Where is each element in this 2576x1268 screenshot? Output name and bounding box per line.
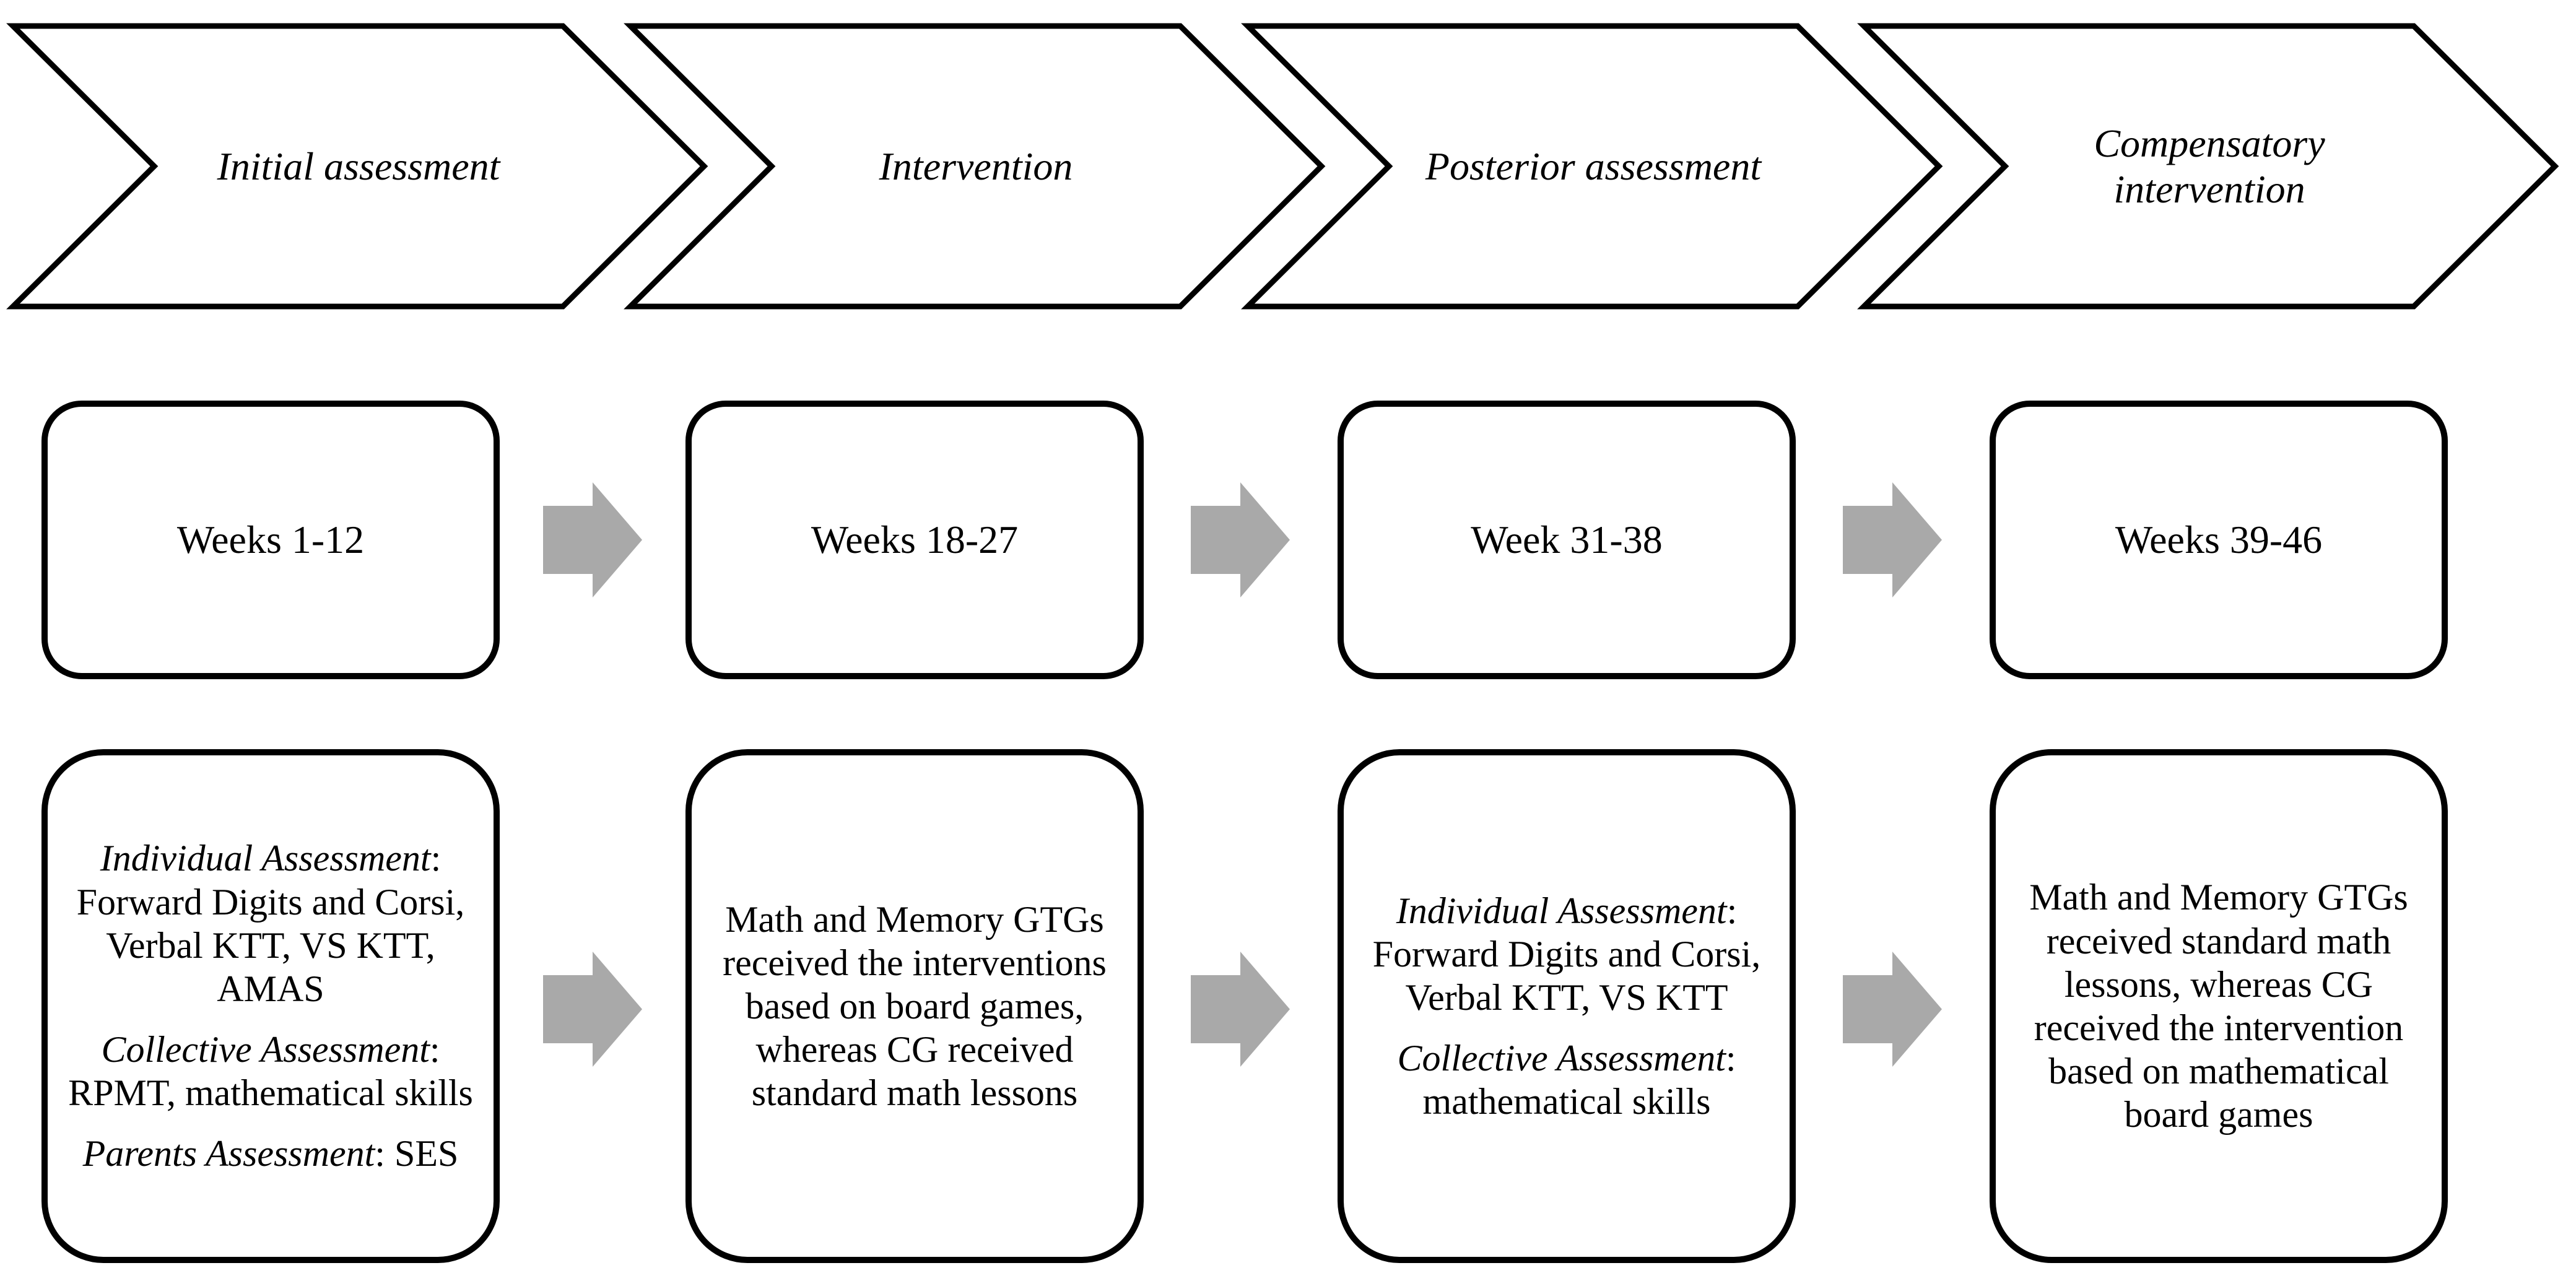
assessment-text: : Forward Digits and Corsi, Verbal KTT, … [1372,890,1761,1018]
phase-4-chevron-icon [1857,23,2559,310]
phase-1-chevron-icon [6,23,708,310]
phase-2-chevron-icon [624,23,1326,310]
week-label: Weeks 18-27 [811,518,1019,562]
desc-paragraph: Math and Memory GTGs received standard m… [2009,875,2428,1136]
flow-arrow-desc-1-icon [543,952,642,1067]
week-label: Weeks 39-46 [2115,518,2323,562]
description-box-4: Math and Memory GTGs received standard m… [1990,749,2448,1263]
assessment-label: Parents Assessment [82,1133,375,1175]
desc-paragraph: Parents Assessment: SES [83,1132,459,1175]
assessment-text: : SES [375,1133,459,1175]
desc-paragraph: Collective Assessment: mathematical skil… [1357,1036,1776,1123]
assessment-text: : RPMT, mathematical skills [68,1029,473,1114]
phase-3-chevron-icon [1241,23,1943,310]
desc-paragraph: Individual Assessment: Forward Digits an… [1357,889,1776,1020]
week-box-4: Weeks 39-46 [1990,401,2448,679]
chevron-shape [1857,23,2559,310]
description-box-3: Individual Assessment: Forward Digits an… [1338,749,1796,1263]
description-box-2: Math and Memory GTGs received the interv… [685,749,1144,1263]
week-box-3: Week 31-38 [1338,401,1796,679]
assessment-text: : Forward Digits and Corsi, Verbal KTT, … [76,838,465,1009]
assessment-text: Math and Memory GTGs received standard m… [2029,877,2408,1136]
flow-arrow-desc-3-icon [1843,952,1942,1067]
chevron-shape [624,23,1326,310]
assessment-text: Math and Memory GTGs received the interv… [723,898,1107,1114]
assessment-label: Collective Assessment [101,1029,430,1070]
assessment-label: Collective Assessment [1397,1038,1726,1079]
flow-arrow-desc-2-icon [1191,952,1290,1067]
flow-arrow-week-1-icon [543,482,642,597]
desc-paragraph: Math and Memory GTGs received the interv… [705,898,1124,1115]
description-box-1: Individual Assessment: Forward Digits an… [41,749,500,1263]
week-label: Week 31-38 [1471,518,1663,562]
flow-arrow-week-2-icon [1191,482,1290,597]
week-box-2: Weeks 18-27 [685,401,1144,679]
chevron-shape [1241,23,1943,310]
desc-paragraph: Individual Assessment: Forward Digits an… [61,836,480,1010]
assessment-label: Individual Assessment [1396,890,1727,931]
week-box-1: Weeks 1-12 [41,401,500,679]
flow-arrow-week-3-icon [1843,482,1942,597]
desc-paragraph: Collective Assessment: RPMT, mathematica… [61,1028,480,1114]
chevron-shape [6,23,708,310]
week-label: Weeks 1-12 [176,518,365,562]
assessment-label: Individual Assessment [100,838,431,879]
assessment-text: : mathematical skills [1422,1038,1736,1123]
